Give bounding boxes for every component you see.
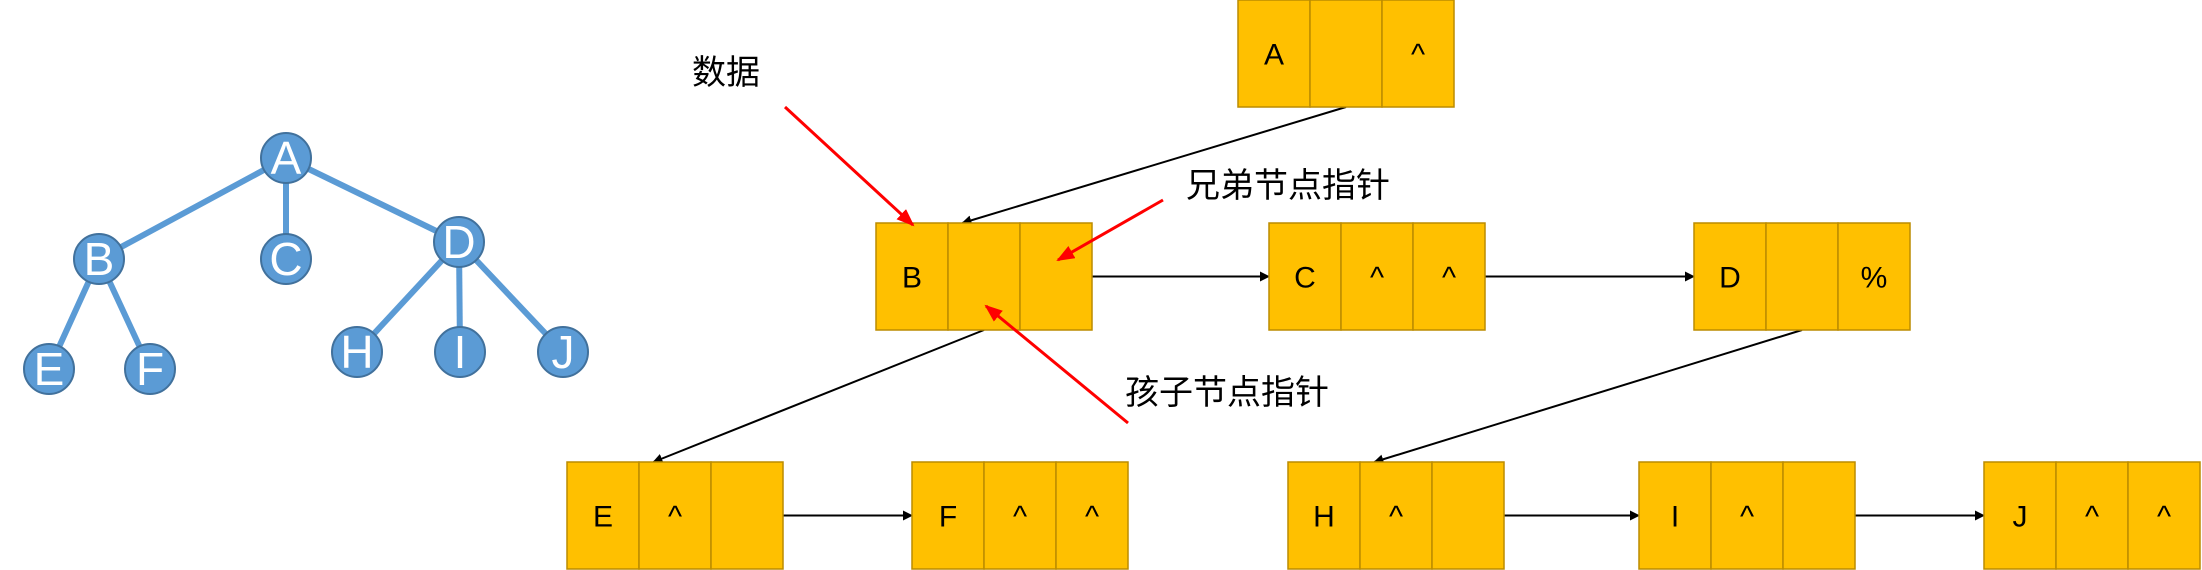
sibling-pointer-cell — [1837, 222, 1911, 331]
tree-node-D: D — [433, 216, 485, 268]
tree-node-A: A — [260, 132, 312, 184]
data-cell-text: D — [1719, 262, 1741, 295]
tree-edge-A-B — [97, 155, 288, 262]
link-arrows — [652, 106, 1985, 521]
tree-node-I: I — [434, 326, 486, 378]
child-pointer-cell — [638, 461, 712, 570]
sibling-pointer-cell — [1782, 461, 1856, 570]
data-cell-text: H — [1313, 501, 1335, 534]
child-link-D-H — [1373, 329, 1803, 465]
child-pointer-cell-text: ^ — [1370, 262, 1384, 295]
data-cell-text: A — [1264, 39, 1284, 72]
child-pointer-cell — [1710, 461, 1784, 570]
child-link-A-B — [961, 106, 1347, 226]
list-node-F: F ^ ^ — [911, 461, 1129, 570]
list-node-I: I^ — [1638, 461, 1856, 570]
data-label: 数据 — [692, 53, 760, 93]
list-node-C: C ^ ^ — [1268, 222, 1486, 331]
tree-node-label: B — [84, 233, 115, 285]
child-pointer-cell — [2055, 461, 2129, 570]
child-pointer-cell-text: ^ — [1740, 501, 1754, 534]
tree-node-label: A — [271, 132, 302, 184]
child-pointer-cell — [947, 222, 1021, 331]
data-cell-text: I — [1671, 501, 1679, 534]
child-pointer-arrow — [984, 304, 1129, 425]
sibling-pointer-cell-text: ^ — [1085, 501, 1099, 534]
data-cell — [911, 461, 985, 570]
list-node-D: D% — [1693, 222, 1911, 331]
tree-node-C: C — [260, 233, 312, 285]
data-cell-text: E — [593, 501, 613, 534]
child-pointer-cell-text: ^ — [2085, 501, 2099, 534]
sibling-pointer-cell — [2127, 461, 2201, 570]
child-pointer-cell — [1359, 461, 1433, 570]
child-pointer-cell-text: ^ — [1389, 501, 1403, 534]
list-node-H: H^ — [1287, 461, 1505, 570]
list-node-E: E^ — [566, 461, 784, 570]
tree-edge-A-D — [284, 155, 461, 245]
sibling-pointer-cell — [1019, 222, 1093, 331]
sibling-pointer-cell-text: ^ — [1442, 262, 1456, 295]
tree-node-label: F — [136, 343, 164, 395]
sibling-pointer-label: 兄弟节点指针 — [1186, 166, 1390, 206]
data-cell-text: F — [939, 501, 957, 534]
sibling-pointer-arrow — [1056, 198, 1164, 262]
data-cell — [1693, 222, 1767, 331]
tree-node-label: J — [552, 326, 575, 378]
sibling-pointer-cell — [1381, 0, 1455, 108]
sibling-pointer-cell — [1412, 222, 1486, 331]
data-cell-text: J — [2013, 501, 2028, 534]
data-cell-text: C — [1294, 262, 1316, 295]
tree-node-B: B — [73, 233, 125, 285]
child-pointer-cell-text: ^ — [1013, 501, 1027, 534]
tree-node-label: C — [269, 233, 302, 285]
child-pointer-cell — [1309, 0, 1383, 108]
sibling-pointer-cell-text: % — [1861, 262, 1888, 295]
tree-node-E: E — [23, 343, 75, 395]
tree-node-F: F — [124, 343, 176, 395]
sibling-pointer-cell — [710, 461, 784, 570]
child-pointer-cell — [1765, 222, 1839, 331]
tree-node-label: E — [34, 343, 65, 395]
sibling-pointer-cell-text: ^ — [2157, 501, 2171, 534]
data-cell — [1287, 461, 1361, 570]
sibling-pointer-cell — [1431, 461, 1505, 570]
tree-node-label: H — [340, 326, 373, 378]
data-pointer-arrow — [783, 105, 915, 227]
data-cell-text: B — [902, 262, 922, 295]
sibling-pointer-cell — [1055, 461, 1129, 570]
sibling-pointer-cell-text: ^ — [1411, 39, 1425, 72]
tree-node-H: H — [331, 326, 383, 378]
child-link-B-E — [652, 329, 985, 464]
list-node-B: B — [875, 222, 1093, 331]
child-pointer-cell-text: ^ — [668, 501, 682, 534]
child-pointer-cell — [1340, 222, 1414, 331]
data-cell — [1237, 0, 1311, 108]
tree-node-label: D — [442, 216, 475, 268]
tree-node-J: J — [537, 326, 589, 378]
child-pointer-label: 孩子节点指针 — [1125, 373, 1329, 413]
data-cell — [875, 222, 949, 331]
tree-nodes: A B C D E F H I J — [23, 132, 589, 395]
annotations: 数据 兄弟节点指针 孩子节点指针 — [692, 53, 1390, 425]
list-node-A: A^ — [1237, 0, 1455, 108]
data-cell — [566, 461, 640, 570]
list-node-J: J ^ ^ — [1983, 461, 2201, 570]
tree-node-label: I — [454, 326, 467, 378]
data-cell — [1268, 222, 1342, 331]
